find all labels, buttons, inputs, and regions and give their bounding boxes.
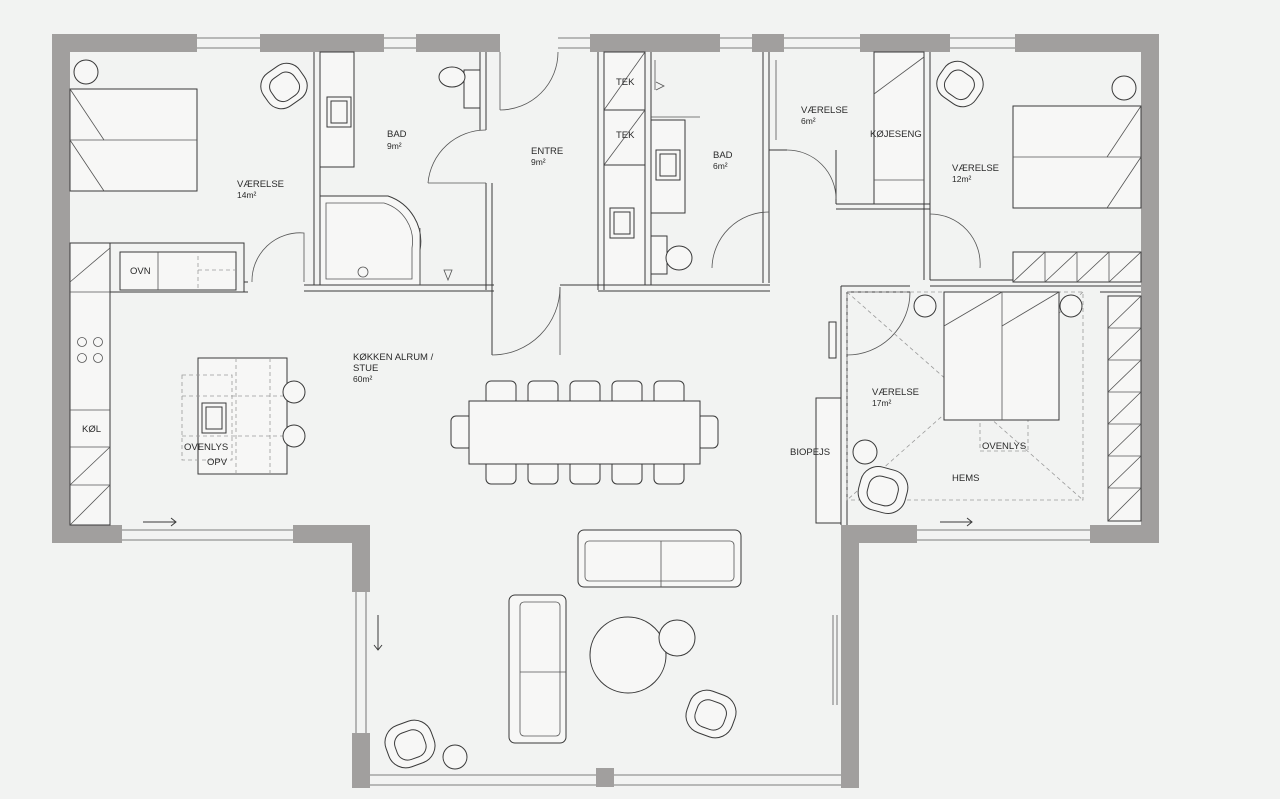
armchair: [384, 719, 436, 769]
bath-right-fixtures: [650, 60, 700, 275]
doors: [251, 51, 981, 356]
room-area: 9m²: [387, 141, 402, 151]
side-table: [913, 294, 937, 318]
sofa-top: [577, 529, 742, 588]
tek-cabinets: [603, 51, 646, 286]
bath-left-fixtures: [319, 51, 481, 286]
coffee-table: [589, 616, 667, 694]
side-table: [1111, 75, 1137, 101]
armchair: [936, 60, 984, 108]
dining-table: [450, 380, 719, 485]
bed-lower: [943, 291, 1060, 421]
armchair: [260, 62, 308, 110]
armchair: [857, 466, 909, 514]
label-ovenlys: OVENLYS: [982, 441, 1026, 452]
label-kojeseng: KØJESENG: [870, 129, 922, 140]
label-tek: TEK: [616, 77, 635, 88]
room-name: BAD: [713, 150, 733, 161]
label-opv: OPV: [207, 457, 228, 468]
room-labels: VÆRELSE 14m² BAD 9m² ENTRE 9m² BAD 6m² V…: [82, 77, 1026, 484]
room-area: 6m²: [713, 161, 728, 171]
label-ovenlys: OVENLYS: [184, 442, 228, 453]
room-area: 17m²: [872, 398, 892, 408]
label-ovn: OVN: [130, 266, 151, 277]
wardrobe-right: [1012, 251, 1142, 283]
room-area: 14m²: [237, 190, 257, 200]
armchair: [685, 689, 737, 739]
windows: [122, 37, 1090, 786]
room-name: VÆRELSE: [952, 163, 999, 174]
kitchen-island: [181, 357, 306, 475]
outer-walls: [52, 34, 1159, 788]
label-biopejs: BIOPEJS: [790, 447, 830, 458]
bunk-bed: [873, 51, 925, 205]
room-name: VÆRELSE: [872, 387, 919, 398]
label-kol: KØL: [82, 424, 101, 435]
bed-right: [1012, 105, 1142, 209]
room-area: 60m²: [353, 374, 373, 384]
room-name: ENTRE: [531, 146, 563, 157]
wardrobe-lower: [1107, 295, 1142, 522]
room-name: BAD: [387, 129, 407, 140]
label-tek: TEK: [616, 130, 635, 141]
arrow-right-icon: [143, 517, 177, 527]
kitchen-counter: [69, 242, 237, 526]
arrow-down-icon: [373, 615, 383, 651]
side-table: [658, 619, 696, 657]
arrow-right-icon: [940, 517, 973, 527]
side-table: [1059, 294, 1083, 318]
side-table: [442, 744, 468, 770]
side-table: [852, 439, 878, 465]
sofa-left: [508, 594, 567, 744]
side-table: [73, 59, 99, 85]
room-name: VÆRELSE: [237, 179, 284, 190]
room-area: 12m²: [952, 174, 972, 184]
room-name: VÆRELSE: [801, 105, 848, 116]
bed-left: [69, 88, 198, 192]
room-area: 9m²: [531, 157, 546, 167]
room-area: 6m²: [801, 116, 816, 126]
room-name: KØKKEN ALRUM /: [353, 352, 434, 363]
label-hems: HEMS: [952, 473, 979, 484]
biopejs-unit: [815, 321, 842, 524]
room-name: STUE: [353, 363, 378, 374]
